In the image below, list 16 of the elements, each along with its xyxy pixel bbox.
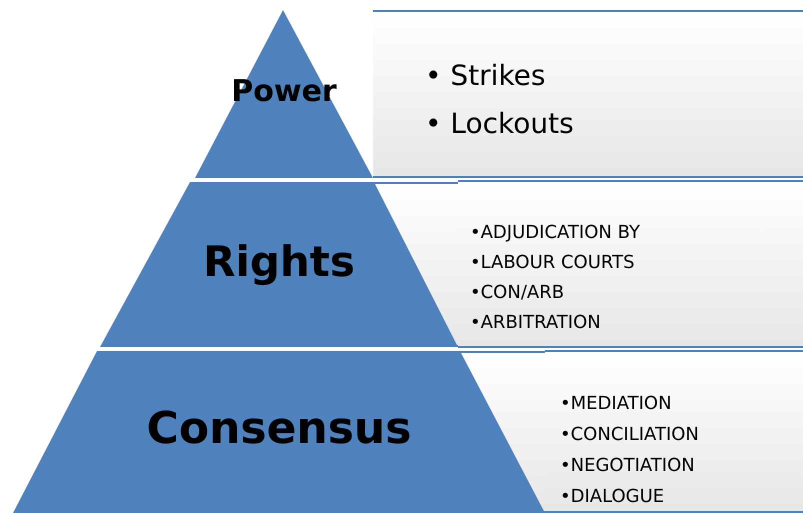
tier-label: Consensus <box>146 403 412 454</box>
list-item: •CON/ARB <box>470 281 566 305</box>
list-item: •LABOUR COURTS <box>470 251 636 275</box>
pyramid-tier <box>13 351 545 513</box>
pyramid-tier <box>100 182 458 347</box>
pyramid-tier <box>195 10 373 178</box>
list-item: •DIALOGUE <box>560 485 666 509</box>
list-item: •MEDIATION <box>560 392 673 416</box>
list-item: • Lockouts <box>425 106 574 142</box>
text-panel <box>373 10 803 178</box>
list-item: •CONCILIATION <box>560 423 699 447</box>
list-item: •ADJUDICATION BY <box>470 221 640 245</box>
list-item: •NEGOTIATION <box>560 454 696 478</box>
list-item: •ARBITRATION <box>470 311 602 335</box>
list-item: • Strikes <box>425 58 546 94</box>
tier-label: Rights <box>202 237 356 286</box>
